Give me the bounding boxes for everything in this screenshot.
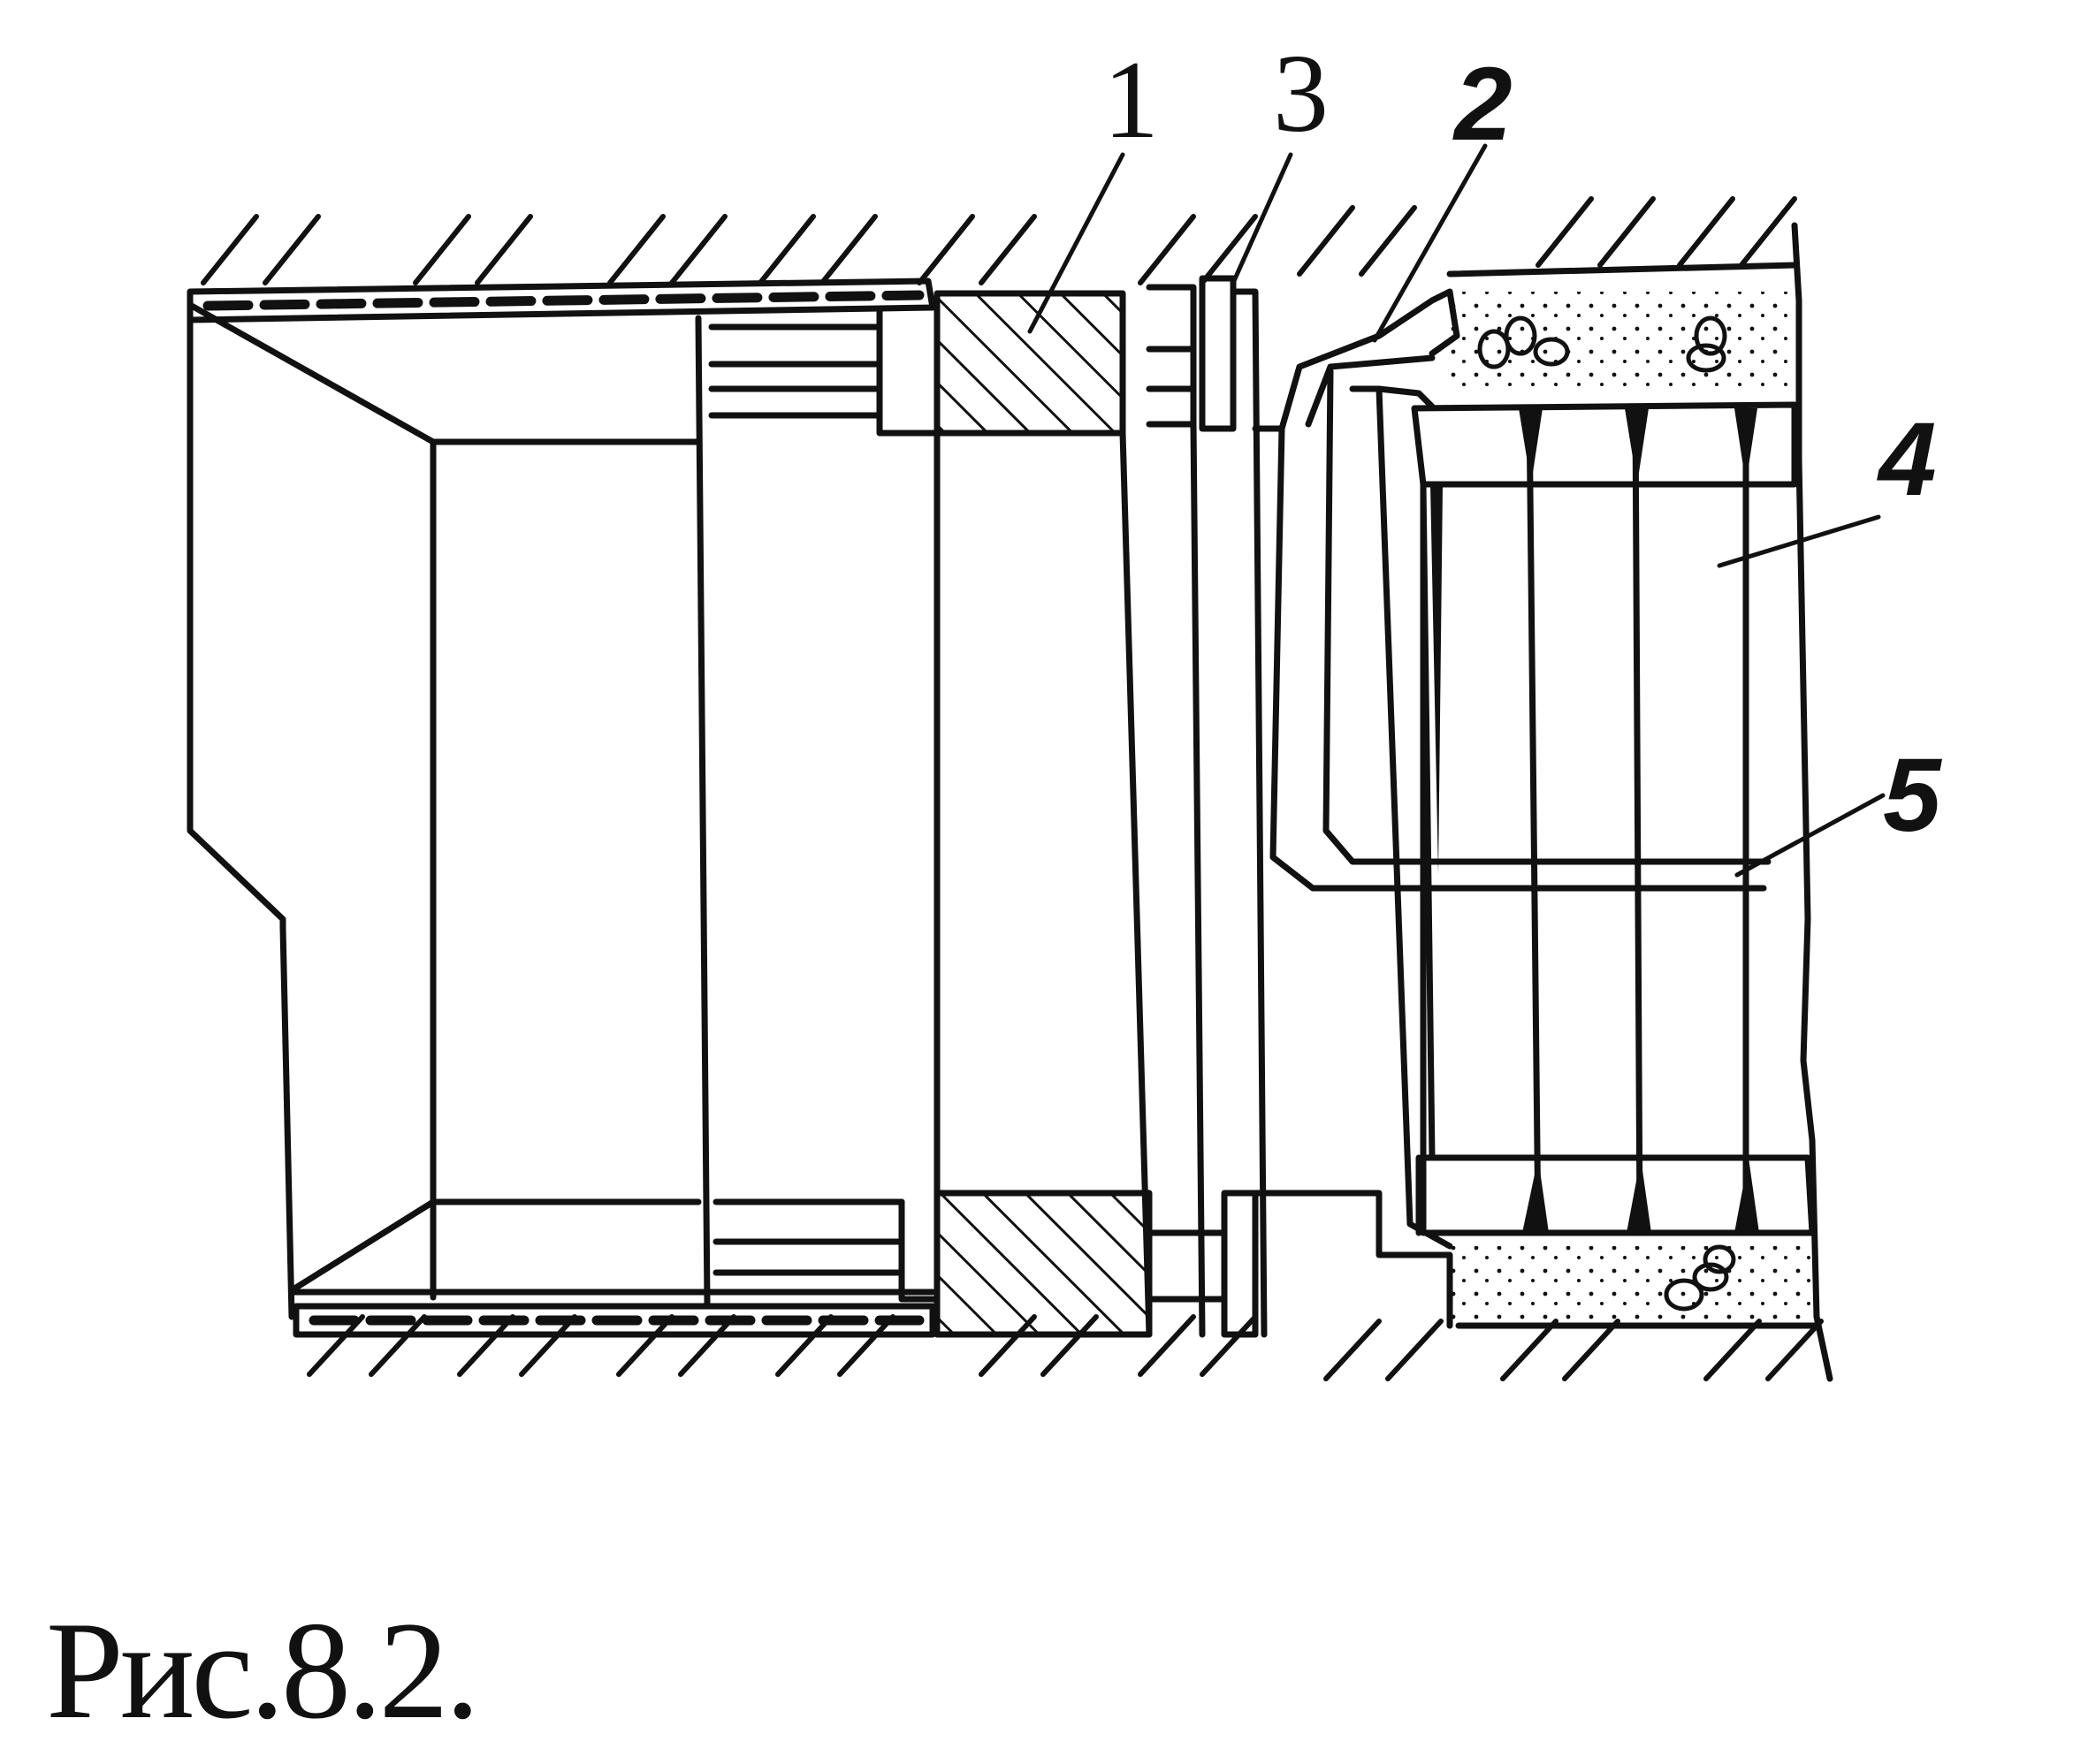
rock-boundary-right: [1446, 222, 1833, 1382]
concrete-fill-bottom: [1450, 1246, 1812, 1324]
element-1-block-bottom: [934, 1190, 1153, 1338]
flange: [876, 306, 941, 1312]
element-4-tubbing: [1411, 401, 1816, 1236]
element-2-bracket: [1252, 288, 1772, 1329]
figure-caption: Рис.8.2.: [46, 1593, 480, 1748]
callout-5: 5: [1883, 737, 1943, 854]
callout-3: 3: [1273, 33, 1329, 156]
element-4-concrete-stones: [1477, 316, 1736, 1312]
lining-bottom: [293, 1303, 936, 1338]
concrete-fill-top: [1450, 292, 1795, 389]
rib-wedges: [1430, 408, 1759, 1233]
callout-2: 2: [1452, 46, 1513, 163]
callout-4: 4: [1877, 401, 1937, 518]
element-3-ring: [1146, 275, 1268, 1338]
leader-lines: [1027, 143, 1886, 878]
callout-1: 1: [1103, 39, 1159, 162]
lining-top: [187, 278, 936, 323]
rock-hatching-top: [201, 196, 1797, 285]
lining-ring-section: [695, 315, 905, 1307]
rock-hatching-bottom: [307, 1314, 1824, 1381]
element-1-block-top: [934, 290, 1126, 437]
tunnel-end-face: [187, 301, 936, 1320]
